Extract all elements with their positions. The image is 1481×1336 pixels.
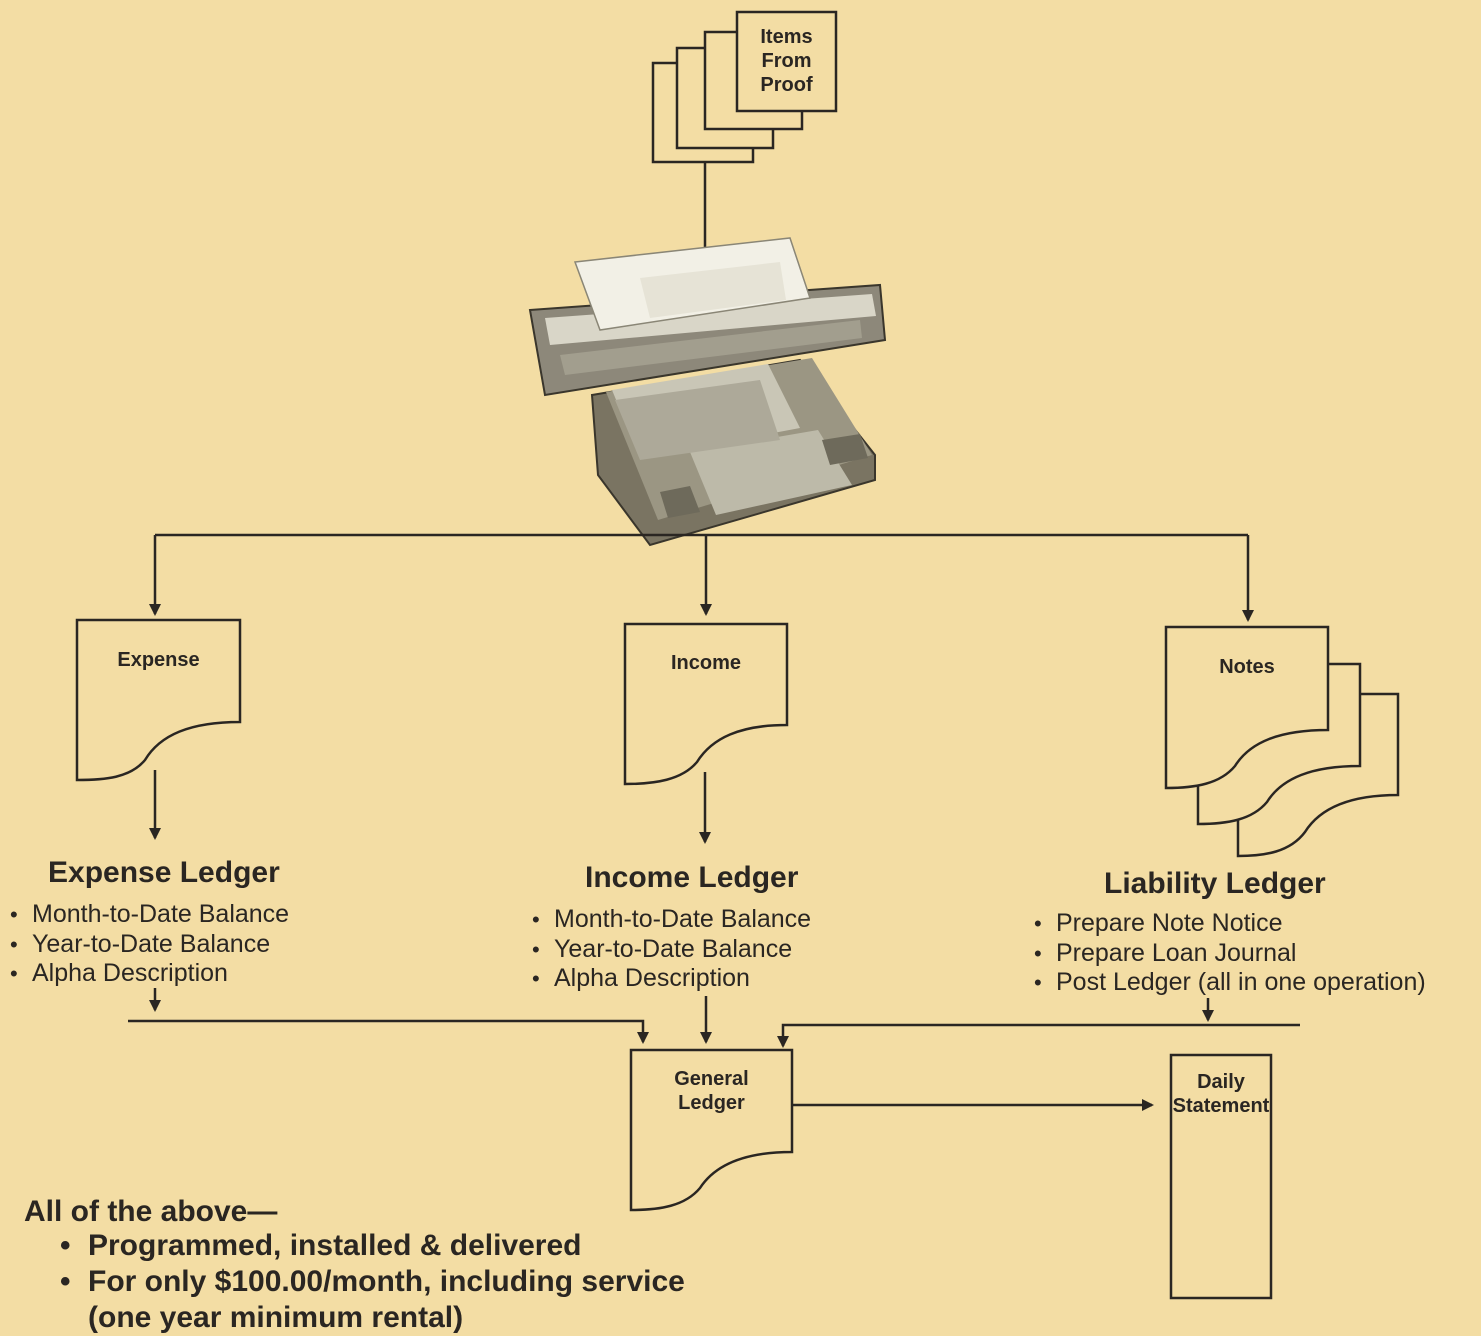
label-line: Statement (1160, 1094, 1282, 1118)
liability-ledger-title: Liability Ledger (1104, 867, 1326, 901)
label-line: Ledger (631, 1091, 792, 1115)
income-label: Income (625, 651, 787, 675)
expense-ledger-list: Month-to-Date Balance Year-to-Date Balan… (10, 900, 289, 989)
list-item: •Programmed, installed & delivered (60, 1228, 685, 1264)
footer-list: •Programmed, installed & delivered •For … (60, 1228, 685, 1336)
notes-label: Notes (1166, 655, 1328, 679)
list-item: Prepare Note Notice (1034, 909, 1426, 939)
income-document (625, 624, 787, 784)
liability-ledger-list: Prepare Note Notice Prepare Loan Journal… (1034, 909, 1426, 998)
items-from-proof-label: Items From Proof (737, 25, 836, 97)
label-line: Daily (1160, 1070, 1282, 1094)
expense-label: Expense (77, 648, 240, 672)
label-line: From (737, 49, 836, 73)
list-item: Alpha Description (10, 959, 289, 989)
label-line: General (631, 1067, 792, 1091)
footer-item-text: For only $100.00/month, including servic… (88, 1265, 685, 1298)
expense-document (77, 620, 240, 780)
list-item: Prepare Loan Journal (1034, 939, 1426, 969)
label-line: Proof (737, 73, 836, 97)
expense-ledger-title: Expense Ledger (48, 856, 280, 890)
list-item: Year-to-Date Balance (10, 930, 289, 960)
list-item: Month-to-Date Balance (532, 905, 811, 935)
daily-statement-label: Daily Statement (1160, 1070, 1282, 1118)
distribution-lines (155, 535, 1248, 620)
list-item: Post Ledger (all in one operation) (1034, 968, 1426, 998)
footer-heading: All of the above— (24, 1195, 277, 1229)
list-item: Month-to-Date Balance (10, 900, 289, 930)
accounting-machine-icon (530, 238, 885, 545)
income-ledger-list: Month-to-Date Balance Year-to-Date Balan… (532, 905, 811, 994)
list-item: (one year minimum rental) (60, 1300, 685, 1336)
income-ledger-title: Income Ledger (585, 861, 798, 895)
document-to-ledger-arrows (155, 770, 705, 842)
list-item: •For only $100.00/month, including servi… (60, 1264, 685, 1300)
list-item: Year-to-Date Balance (532, 935, 811, 965)
list-item: Alpha Description (532, 964, 811, 994)
footer-item-text: Programmed, installed & delivered (88, 1229, 582, 1262)
footer-item-text: (one year minimum rental) (88, 1301, 463, 1334)
general-ledger-label: General Ledger (631, 1067, 792, 1115)
label-line: Items (737, 25, 836, 49)
